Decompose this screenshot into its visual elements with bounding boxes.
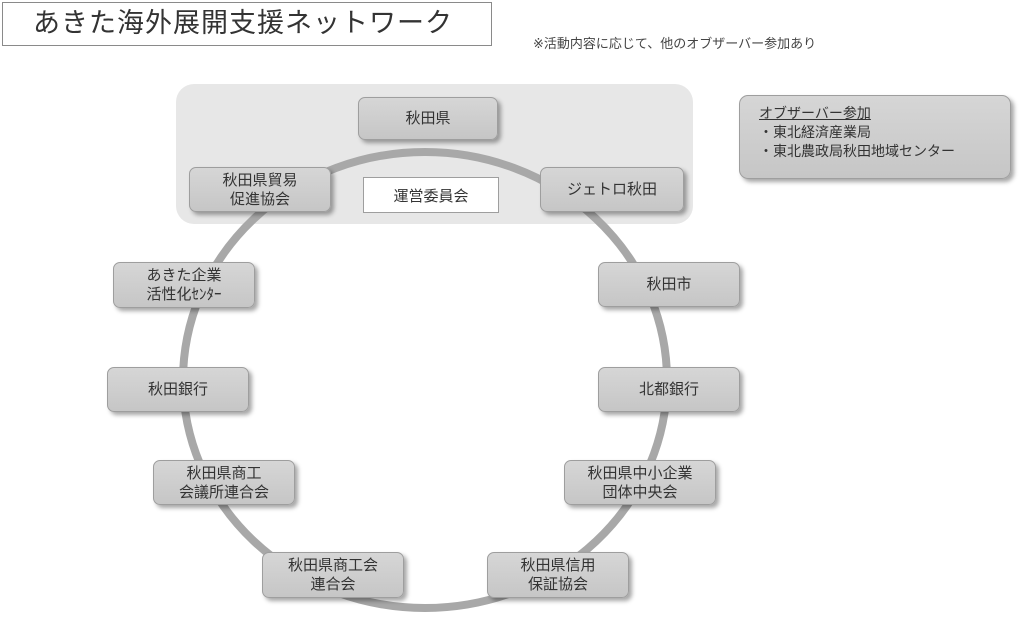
node-hokuto-bank: 北都銀行 <box>598 367 740 412</box>
node-akita-pref: 秋田県 <box>358 97 498 140</box>
observer-title: オブザーバー参加 <box>759 106 871 122</box>
node-shinyo-hosho: 秋田県信用 保証協会 <box>487 552 629 598</box>
observer-box: オブザーバー参加 ・東北経済産業局 ・東北農政局秋田地域センター <box>739 95 1011 179</box>
page-title: あきた海外展開支援ネットワーク <box>2 2 492 46</box>
node-shokokai-rengokai: 秋田県商工会 連合会 <box>262 552 404 598</box>
committee-label: 運営委員会 <box>363 177 499 213</box>
node-kasseika-center: あきた企業 活性化ｾﾝﾀｰ <box>113 262 255 308</box>
observer-item: ・東北農政局秋田地域センター <box>759 144 955 160</box>
observer-item: ・東北経済産業局 <box>759 125 871 141</box>
observer-note: ※活動内容に応じて、他のオブザーバー参加あり <box>533 37 817 52</box>
node-akita-city: 秋田市 <box>598 262 740 307</box>
node-jetro-akita: ジェトロ秋田 <box>540 167 684 212</box>
node-boeki-sokushin: 秋田県貿易 促進協会 <box>189 167 331 212</box>
node-akita-bank: 秋田銀行 <box>107 367 249 412</box>
node-chusho-kigyo-dantai: 秋田県中小企業 団体中央会 <box>564 460 716 505</box>
node-shokokaigisho-rengokai: 秋田県商工 会議所連合会 <box>153 460 295 505</box>
